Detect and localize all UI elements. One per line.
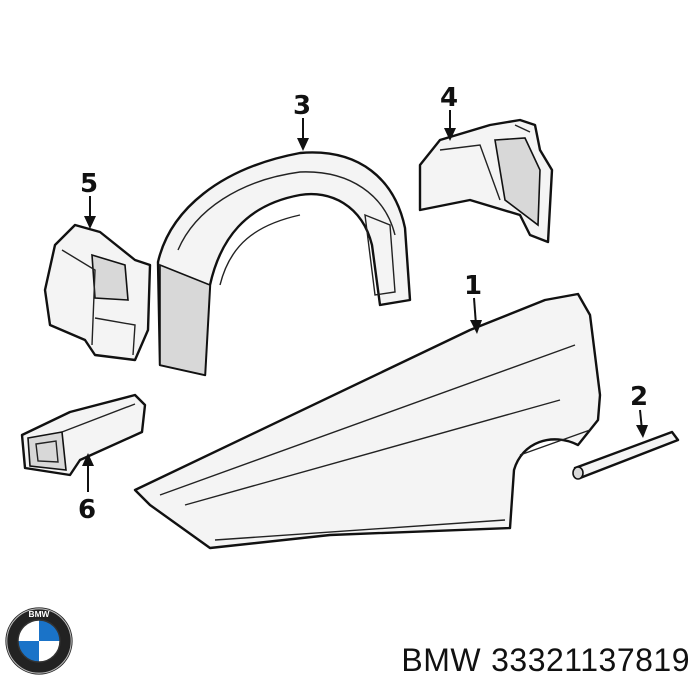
bmw-logo: BMW <box>5 607 73 675</box>
part-6-air-duct <box>20 393 147 477</box>
leader-6 <box>82 453 94 492</box>
part-5-bracket <box>43 223 152 362</box>
callout-3: 3 <box>293 91 311 121</box>
part-1-fender <box>133 292 602 550</box>
part-4-inner-panel <box>418 118 554 244</box>
leader-3 <box>297 118 309 151</box>
callout-1: 1 <box>464 271 482 301</box>
part-number: 33321137819 <box>491 642 690 678</box>
leader-2 <box>636 409 648 438</box>
part-3-wheel-arch-liner <box>156 151 412 377</box>
callout-4: 4 <box>440 83 458 113</box>
brand-name: BMW <box>401 642 482 678</box>
callout-5: 5 <box>80 169 98 199</box>
part-2-trim-strip <box>572 430 680 480</box>
leader-1 <box>470 297 482 334</box>
leader-5 <box>84 196 96 229</box>
logo-lettering: BMW <box>29 609 50 619</box>
callout-6: 6 <box>78 495 96 525</box>
leader-4 <box>444 110 456 141</box>
callout-2: 2 <box>630 382 648 412</box>
parts-diagram: 1 2 3 4 5 6 <box>20 83 680 550</box>
